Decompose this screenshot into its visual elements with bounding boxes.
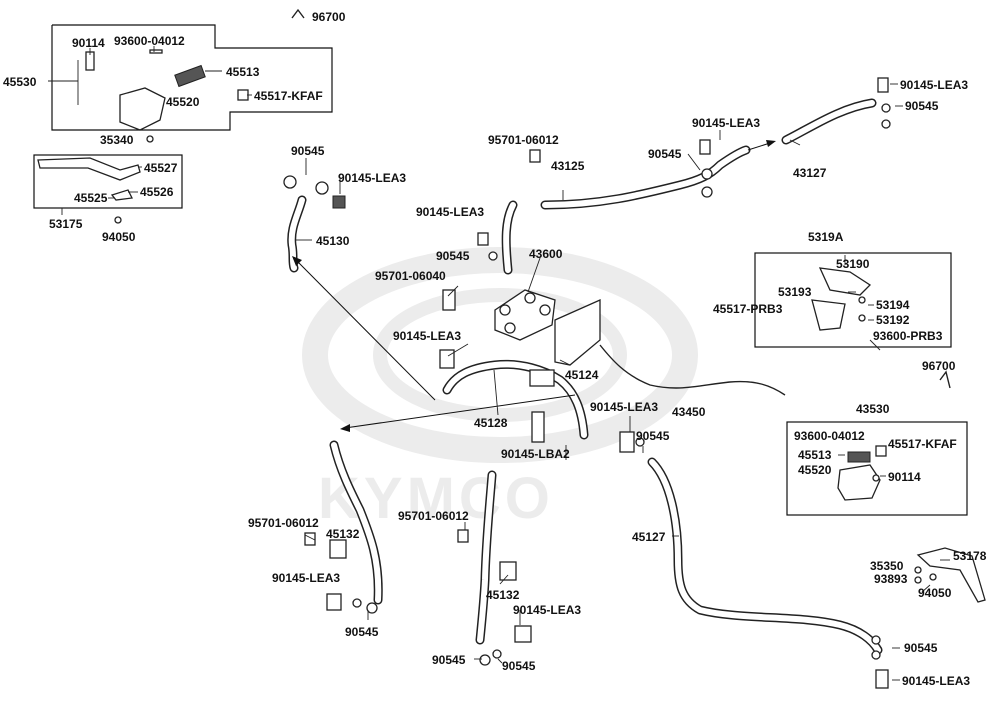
label-90545-b: 90545 [436, 249, 470, 263]
label-53193: 53193 [778, 285, 812, 299]
hoses [287, 98, 883, 655]
label-93600-PRB3: 93600-PRB3 [873, 329, 943, 343]
label-90545-i: 90545 [904, 641, 938, 655]
label-90145-LEA3-c: 90145-LEA3 [692, 116, 760, 130]
leader-lines [48, 46, 950, 681]
label-43450: 43450 [672, 405, 706, 419]
label-90145-LEA3-i: 90145-LEA3 [902, 674, 970, 688]
label-45520-a: 45520 [166, 95, 200, 109]
label-90545-f: 90545 [345, 625, 379, 639]
label-90545-e: 90545 [636, 429, 670, 443]
label-90545-a: 90545 [291, 144, 325, 158]
label-45132-a: 45132 [326, 527, 360, 541]
label-43125: 43125 [551, 159, 585, 173]
master-cylinder-left [119, 87, 166, 131]
assembly-boxes [33, 24, 968, 516]
watermark-logo: KYMCO [302, 247, 698, 531]
label-53190: 53190 [836, 257, 870, 271]
label-95701-06040: 95701-06040 [375, 269, 446, 283]
label-45526: 45526 [140, 185, 174, 199]
arrows [292, 140, 776, 432]
label-93600-04012-b: 93600-04012 [794, 429, 865, 443]
label-43530: 43530 [856, 402, 890, 416]
parts [37, 8, 986, 689]
label-96700-top: 96700 [312, 10, 346, 24]
lever-group-5319A [818, 267, 872, 296]
box-43530 [786, 421, 968, 516]
label-45513-a: 45513 [226, 65, 260, 79]
label-45517-PRB3: 45517-PRB3 [713, 302, 783, 316]
label-90114-b: 90114 [888, 470, 921, 484]
label-35350: 35350 [870, 559, 904, 573]
label-94050-a: 94050 [102, 230, 136, 244]
label-53192: 53192 [876, 313, 910, 327]
label-90145-LBA2: 90145-LBA2 [501, 447, 570, 461]
label-45127: 45127 [632, 530, 666, 544]
cable-43450 [599, 344, 786, 396]
label-90114-a: 90114 [72, 36, 105, 50]
bracket-45124 [554, 298, 601, 366]
label-45513-b: 45513 [798, 448, 832, 462]
brake-lever-right [916, 547, 986, 603]
label-45520-b: 45520 [798, 463, 832, 477]
label-43127: 43127 [793, 166, 827, 180]
part-labels: 96700 90114 93600-04012 45530 45513 4552… [3, 10, 987, 688]
label-45517-KFAF-b: 45517-KFAF [888, 437, 957, 451]
label-45530: 45530 [3, 75, 37, 89]
label-45132-b: 45132 [486, 588, 520, 602]
label-45130: 45130 [316, 234, 350, 248]
label-45527: 45527 [144, 161, 178, 175]
label-53194: 53194 [876, 298, 910, 312]
label-53175: 53175 [49, 217, 83, 231]
brake-lever-left [37, 157, 141, 181]
label-43600: 43600 [529, 247, 563, 261]
label-35340: 35340 [100, 133, 134, 147]
label-95701-06012-c: 95701-06012 [398, 509, 469, 523]
label-90145-LEA3-e: 90145-LEA3 [393, 329, 461, 343]
label-90545-h: 90545 [502, 659, 536, 673]
label-45128: 45128 [474, 416, 508, 430]
label-95701-06012-a: 95701-06012 [488, 133, 559, 147]
label-96700-b: 96700 [922, 359, 956, 373]
label-90145-LEA3-f: 90145-LEA3 [590, 400, 658, 414]
label-90545-c: 90545 [648, 147, 682, 161]
label-45517-KFAF-a: 45517-KFAF [254, 89, 323, 103]
label-5319A: 5319A [808, 230, 844, 244]
label-90145-LEA3-b: 90145-LEA3 [416, 205, 484, 219]
master-cylinder-right [837, 464, 881, 501]
box-53175 [33, 154, 183, 209]
label-45124: 45124 [565, 368, 599, 382]
label-90545-g: 90545 [432, 653, 466, 667]
label-53178: 53178 [953, 549, 987, 563]
label-90145-LEA3-h: 90145-LEA3 [513, 603, 581, 617]
valve-43600 [494, 289, 556, 341]
box-5319A [754, 252, 952, 348]
label-94050-b: 94050 [918, 586, 952, 600]
label-90145-LEA3-a: 90145-LEA3 [338, 171, 406, 185]
box-45530 [51, 24, 333, 131]
label-95701-06012-b: 95701-06012 [248, 516, 319, 530]
label-93893: 93893 [874, 572, 908, 586]
label-90145-LEA3-g: 90145-LEA3 [272, 571, 340, 585]
label-90145-LEA3-d: 90145-LEA3 [900, 78, 968, 92]
label-93600-04012-a: 93600-04012 [114, 34, 185, 48]
label-45525: 45525 [74, 191, 108, 205]
label-90545-d: 90545 [905, 99, 939, 113]
